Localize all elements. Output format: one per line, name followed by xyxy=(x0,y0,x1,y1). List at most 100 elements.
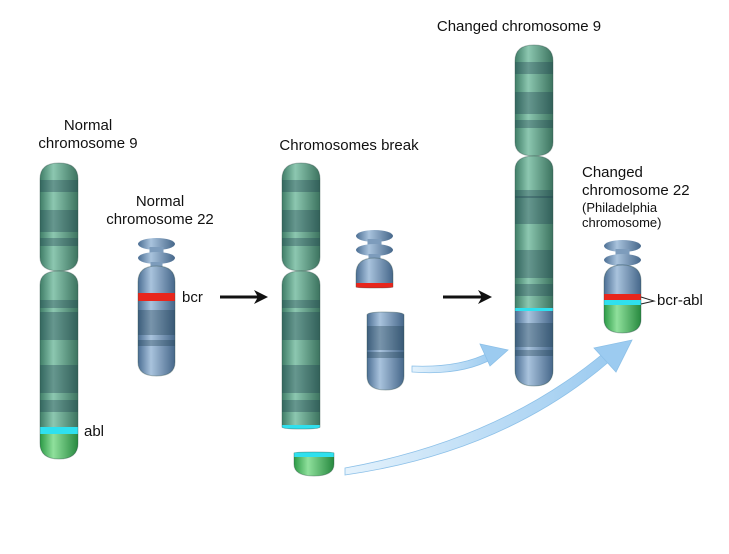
label-bcr: bcr xyxy=(182,289,203,306)
arm-fill xyxy=(282,163,320,271)
band xyxy=(515,196,553,224)
arrow-head xyxy=(478,290,492,304)
band xyxy=(515,250,553,278)
satellite-knob xyxy=(604,240,641,252)
label-changed-chromosome-9: Changed chromosome 9 xyxy=(437,18,601,35)
arm-body xyxy=(604,265,641,333)
label-line: chromosome 22 xyxy=(106,211,214,228)
label-line: Normal xyxy=(64,117,112,134)
arm-outline xyxy=(39,270,79,460)
arm-outline xyxy=(355,257,394,289)
broken-chromosome-22-bottom xyxy=(366,311,405,391)
curved-arrow-head xyxy=(479,343,509,367)
arrow-step-1 xyxy=(220,290,268,304)
band xyxy=(282,180,320,192)
band xyxy=(40,238,78,246)
satellite-stalk xyxy=(368,254,381,260)
arm-outline xyxy=(514,44,554,157)
arm-outline xyxy=(603,264,642,334)
arm-body xyxy=(367,312,404,390)
satellite-knob xyxy=(356,244,393,256)
label-line: chromosome 22 xyxy=(582,182,690,199)
band xyxy=(367,326,404,350)
label-abl: abl xyxy=(84,423,104,440)
satellite-knob xyxy=(356,230,393,242)
band xyxy=(515,284,553,296)
satellite-knob xyxy=(604,254,641,266)
band xyxy=(282,238,320,246)
abl-band xyxy=(604,300,641,305)
arm-body xyxy=(282,163,320,271)
arm-outline xyxy=(366,311,405,391)
band xyxy=(282,312,320,340)
arm-outline xyxy=(293,451,335,477)
curved-arrow-head xyxy=(593,339,633,373)
band xyxy=(40,180,78,192)
arm-body xyxy=(356,258,393,288)
band xyxy=(282,210,320,232)
abl-band xyxy=(294,452,334,457)
arrow-head xyxy=(254,290,268,304)
label-line: chromosome) xyxy=(582,215,661,230)
bcr-band xyxy=(356,283,393,288)
arm-outline xyxy=(281,270,321,430)
band xyxy=(40,365,78,393)
chr22-segment xyxy=(515,311,553,386)
satellite-stalk xyxy=(149,247,164,255)
arm-fill xyxy=(515,45,553,156)
curved-arrow-abl-to-chr22 xyxy=(344,339,633,476)
band xyxy=(40,300,78,308)
arm-fill xyxy=(40,163,78,271)
normal-chromosome-22 xyxy=(137,238,176,377)
abl-band xyxy=(282,425,320,429)
arm-body xyxy=(40,271,78,459)
arm-outline xyxy=(281,162,321,272)
label-normal-chromosome-22: Normal chromosome 22 xyxy=(106,193,214,228)
bcr-band xyxy=(604,294,641,300)
satellite-knob xyxy=(138,238,175,250)
band xyxy=(515,92,553,114)
band xyxy=(515,62,553,74)
band xyxy=(138,310,175,335)
satellite-knob xyxy=(138,252,175,264)
band xyxy=(40,400,78,412)
label-line: Changed xyxy=(582,164,643,181)
abl-segment xyxy=(604,305,641,333)
abl-fragment xyxy=(293,451,335,477)
arm-body xyxy=(138,266,175,376)
band xyxy=(138,340,175,346)
changed-chromosome-9 xyxy=(514,44,554,387)
broken-chromosome-22-top xyxy=(355,230,394,289)
band xyxy=(515,323,553,347)
abl-band xyxy=(40,427,78,434)
arm-body xyxy=(40,163,78,271)
label-line: (Philadelphia xyxy=(582,200,658,215)
curved-arrow-body xyxy=(411,351,495,374)
abl-segment xyxy=(40,434,78,459)
broken-chromosome-9 xyxy=(281,162,321,430)
label-line: chromosome 9 xyxy=(38,135,137,152)
curved-arrow-chr22-to-chr9 xyxy=(411,343,509,374)
arm-body xyxy=(515,45,553,156)
arm-outline xyxy=(514,155,554,387)
label-bcr-abl: bcr-abl xyxy=(657,292,703,309)
arm-fill xyxy=(367,312,404,390)
band xyxy=(40,312,78,340)
arm-body xyxy=(294,452,334,476)
band xyxy=(515,350,553,356)
arm-body xyxy=(282,271,320,429)
band xyxy=(40,210,78,232)
band xyxy=(515,120,553,128)
arm-outline xyxy=(137,265,176,377)
band xyxy=(282,365,320,393)
abl-band xyxy=(515,308,553,311)
band xyxy=(282,300,320,308)
bcr-abl-pointer xyxy=(640,296,656,305)
satellite-stalk xyxy=(150,262,163,268)
label-line: Normal xyxy=(136,193,184,210)
arm-fill xyxy=(138,266,175,376)
arm-body xyxy=(515,156,553,386)
label-normal-chromosome-9: Normal chromosome 9 xyxy=(38,117,137,152)
arrow-step-2 xyxy=(443,290,492,304)
